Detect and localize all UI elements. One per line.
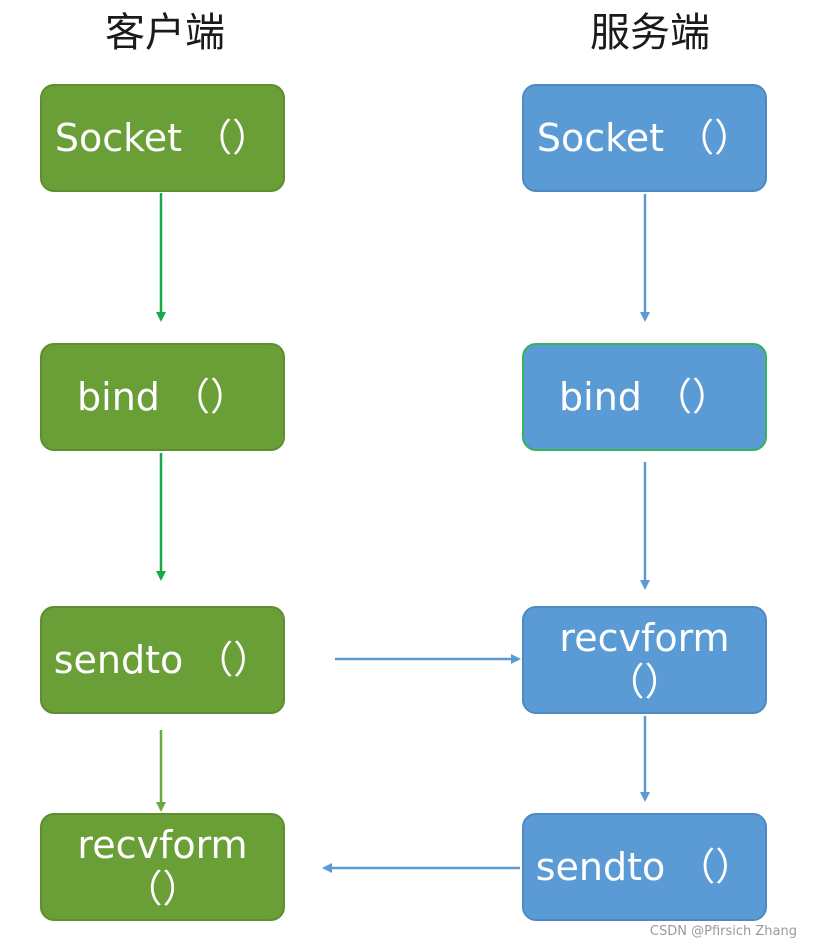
client-socket-box: Socket （） [40,84,285,192]
client-recvform-label: recvform （） [77,823,248,911]
server-bind-label: bind （） [559,375,730,419]
client-column-title: 客户端 [105,10,225,56]
client-sendto-label: sendto （） [53,638,272,682]
server-sendto-box: sendto （） [522,813,767,921]
client-sendto-box: sendto （） [40,606,285,714]
client-socket-label: Socket （） [54,116,271,160]
server-sendto-label: sendto （） [535,845,754,889]
server-bind-box: bind （） [522,343,767,451]
server-column-title: 服务端 [590,10,710,56]
client-bind-box: bind （） [40,343,285,451]
server-socket-box: Socket （） [522,84,767,192]
server-socket-label: Socket （） [536,116,753,160]
server-recvform-label: recvform （） [559,616,730,704]
client-recvform-box: recvform （） [40,813,285,921]
watermark: CSDN @Pfirsich Zhang [649,924,797,939]
server-recvform-box: recvform （） [522,606,767,714]
client-bind-label: bind （） [77,375,248,419]
